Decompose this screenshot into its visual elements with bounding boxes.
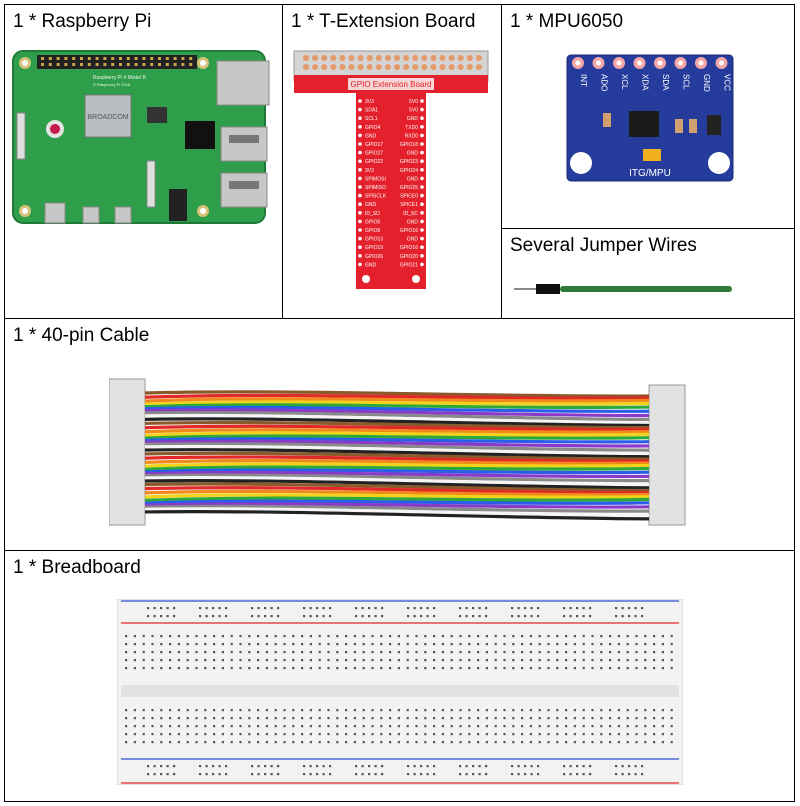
mpu-pin-label: SCL <box>682 74 691 90</box>
tb-pin-left-label: SDA1 <box>365 108 378 114</box>
tb-pin-right-label: GPIO23 <box>400 159 418 165</box>
mpu-pin-label: ADO <box>600 74 609 91</box>
parts-table: 1 * Raspberry Pi BROADCOM Raspberry Pi 4… <box>4 4 795 802</box>
tb-pin-right-label: GPIO16 <box>400 245 418 251</box>
tb-pin-right-label: GND <box>407 116 419 122</box>
cell-raspberry-pi: 1 * Raspberry Pi BROADCOM Raspberry Pi 4… <box>5 5 283 319</box>
tb-pin-right-label: 5V0 <box>409 99 418 105</box>
tb-pin-right-label: GPIO21 <box>400 262 418 268</box>
tb-pin-left-label: SPIMISO <box>365 185 386 191</box>
tb-pin-left-label: SPISCLK <box>365 194 387 200</box>
tb-pin-right-label: GND <box>407 237 419 243</box>
jumper-wire-image <box>514 284 732 294</box>
tb-pin-right-label: GPIO20 <box>400 254 418 260</box>
tb-pin-left-label: GPIO26 <box>365 254 383 260</box>
tb-pin-right-label: GPIO25 <box>400 185 418 191</box>
tb-pin-left-label: GPIO6 <box>365 228 381 234</box>
cell-breadboard: 1 * Breadboard <box>5 551 794 801</box>
tb-pin-left-label: GND <box>365 262 377 268</box>
tb-pin-left-label: GND <box>365 133 377 139</box>
mpu6050-image: INT ADO XCL XDA SDA SCL GND VCC ITG/MPU <box>566 54 734 182</box>
40-pin-cable-title: 1 * 40-pin Cable <box>13 325 150 346</box>
cell-t-extension-board: 1 * T-Extension Board GPIO Extension Boa… <box>283 5 502 319</box>
tb-pin-right-label: RXD0 <box>405 133 419 139</box>
tb-pin-right-label: GND <box>407 219 419 225</box>
mpu-pin-label: GND <box>702 74 711 92</box>
tb-pin-left-label: GPIO19 <box>365 245 383 251</box>
tb-pin-right-label: SPICE0 <box>400 194 418 200</box>
tb-pin-left-label: SCL1 <box>365 116 378 122</box>
tb-pin-left-label: 3V3 <box>365 168 374 174</box>
tb-pin-right-label: TXD0 <box>405 125 418 131</box>
tb-pin-right-label: GPIO24 <box>400 168 418 174</box>
tb-pin-right-label: SPICE1 <box>400 202 418 208</box>
silk-model: Raspberry Pi 4 Model B <box>93 75 146 81</box>
t-extension-board-title: 1 * T-Extension Board <box>291 11 476 32</box>
breadboard-title: 1 * Breadboard <box>13 557 141 578</box>
tb-pin-left-label: GND <box>365 202 377 208</box>
tb-pin-left-label: GPIO27 <box>365 151 383 157</box>
tb-pin-left-label: GPIO17 <box>365 142 383 148</box>
breadboard-image <box>117 599 683 785</box>
t-board-header-label: GPIO Extension Board <box>351 80 432 89</box>
tb-pin-left-label: GPIO4 <box>365 125 381 131</box>
silk-copyright: © Raspberry Pi 2018 <box>93 82 131 87</box>
raspberry-pi-title: 1 * Raspberry Pi <box>13 11 152 32</box>
mpu-pin-label: INT <box>579 74 588 87</box>
mpu-pin-label: SDA <box>661 74 670 91</box>
tb-pin-left-label: GPIO22 <box>365 159 383 165</box>
mpu-board-label: ITG/MPU <box>629 168 671 179</box>
tb-pin-right-label: GPIO16 <box>400 228 418 234</box>
raspberry-pi-image: BROADCOM Raspberry Pi 4 Model B © Raspbe… <box>12 50 270 224</box>
jumper-wires-title: Several Jumper Wires <box>510 235 697 256</box>
cell-jumper-wires: Several Jumper Wires <box>502 229 794 319</box>
tb-pin-right-label: GND <box>407 176 419 182</box>
tb-pin-right-label: 5V0 <box>409 108 418 114</box>
cell-mpu6050: 1 * MPU6050 INT ADO XCL XDA SDA SCL GND VCC ITG… <box>502 5 794 229</box>
mpu-pin-label: XCL <box>620 74 629 90</box>
tb-pin-left-label: GPIO5 <box>365 219 381 225</box>
tb-pin-left-label: ID_SD <box>365 211 380 217</box>
mpu-pin-label: XDA <box>641 74 650 91</box>
soc-brand: BROADCOM <box>87 114 128 121</box>
mpu-pin-label: VCC <box>723 74 732 91</box>
tb-pin-right-label: ID_SC <box>403 211 418 217</box>
tb-pin-left-label: GPIO13 <box>365 237 383 243</box>
t-extension-board-image: GPIO Extension Board 3V3SDA1SCL1GPIO4GND… <box>293 50 489 289</box>
tb-pin-right-label: GPIO18 <box>400 142 418 148</box>
tb-pin-right-label: GND <box>407 151 419 157</box>
tb-pin-left-label: SPIMOSI <box>365 176 386 182</box>
tb-pin-left-label: 3V3 <box>365 99 374 105</box>
mpu6050-title: 1 * MPU6050 <box>510 11 624 32</box>
cell-40-pin-cable: 1 * 40-pin Cable <box>5 319 794 551</box>
40-pin-cable-image <box>109 378 686 526</box>
